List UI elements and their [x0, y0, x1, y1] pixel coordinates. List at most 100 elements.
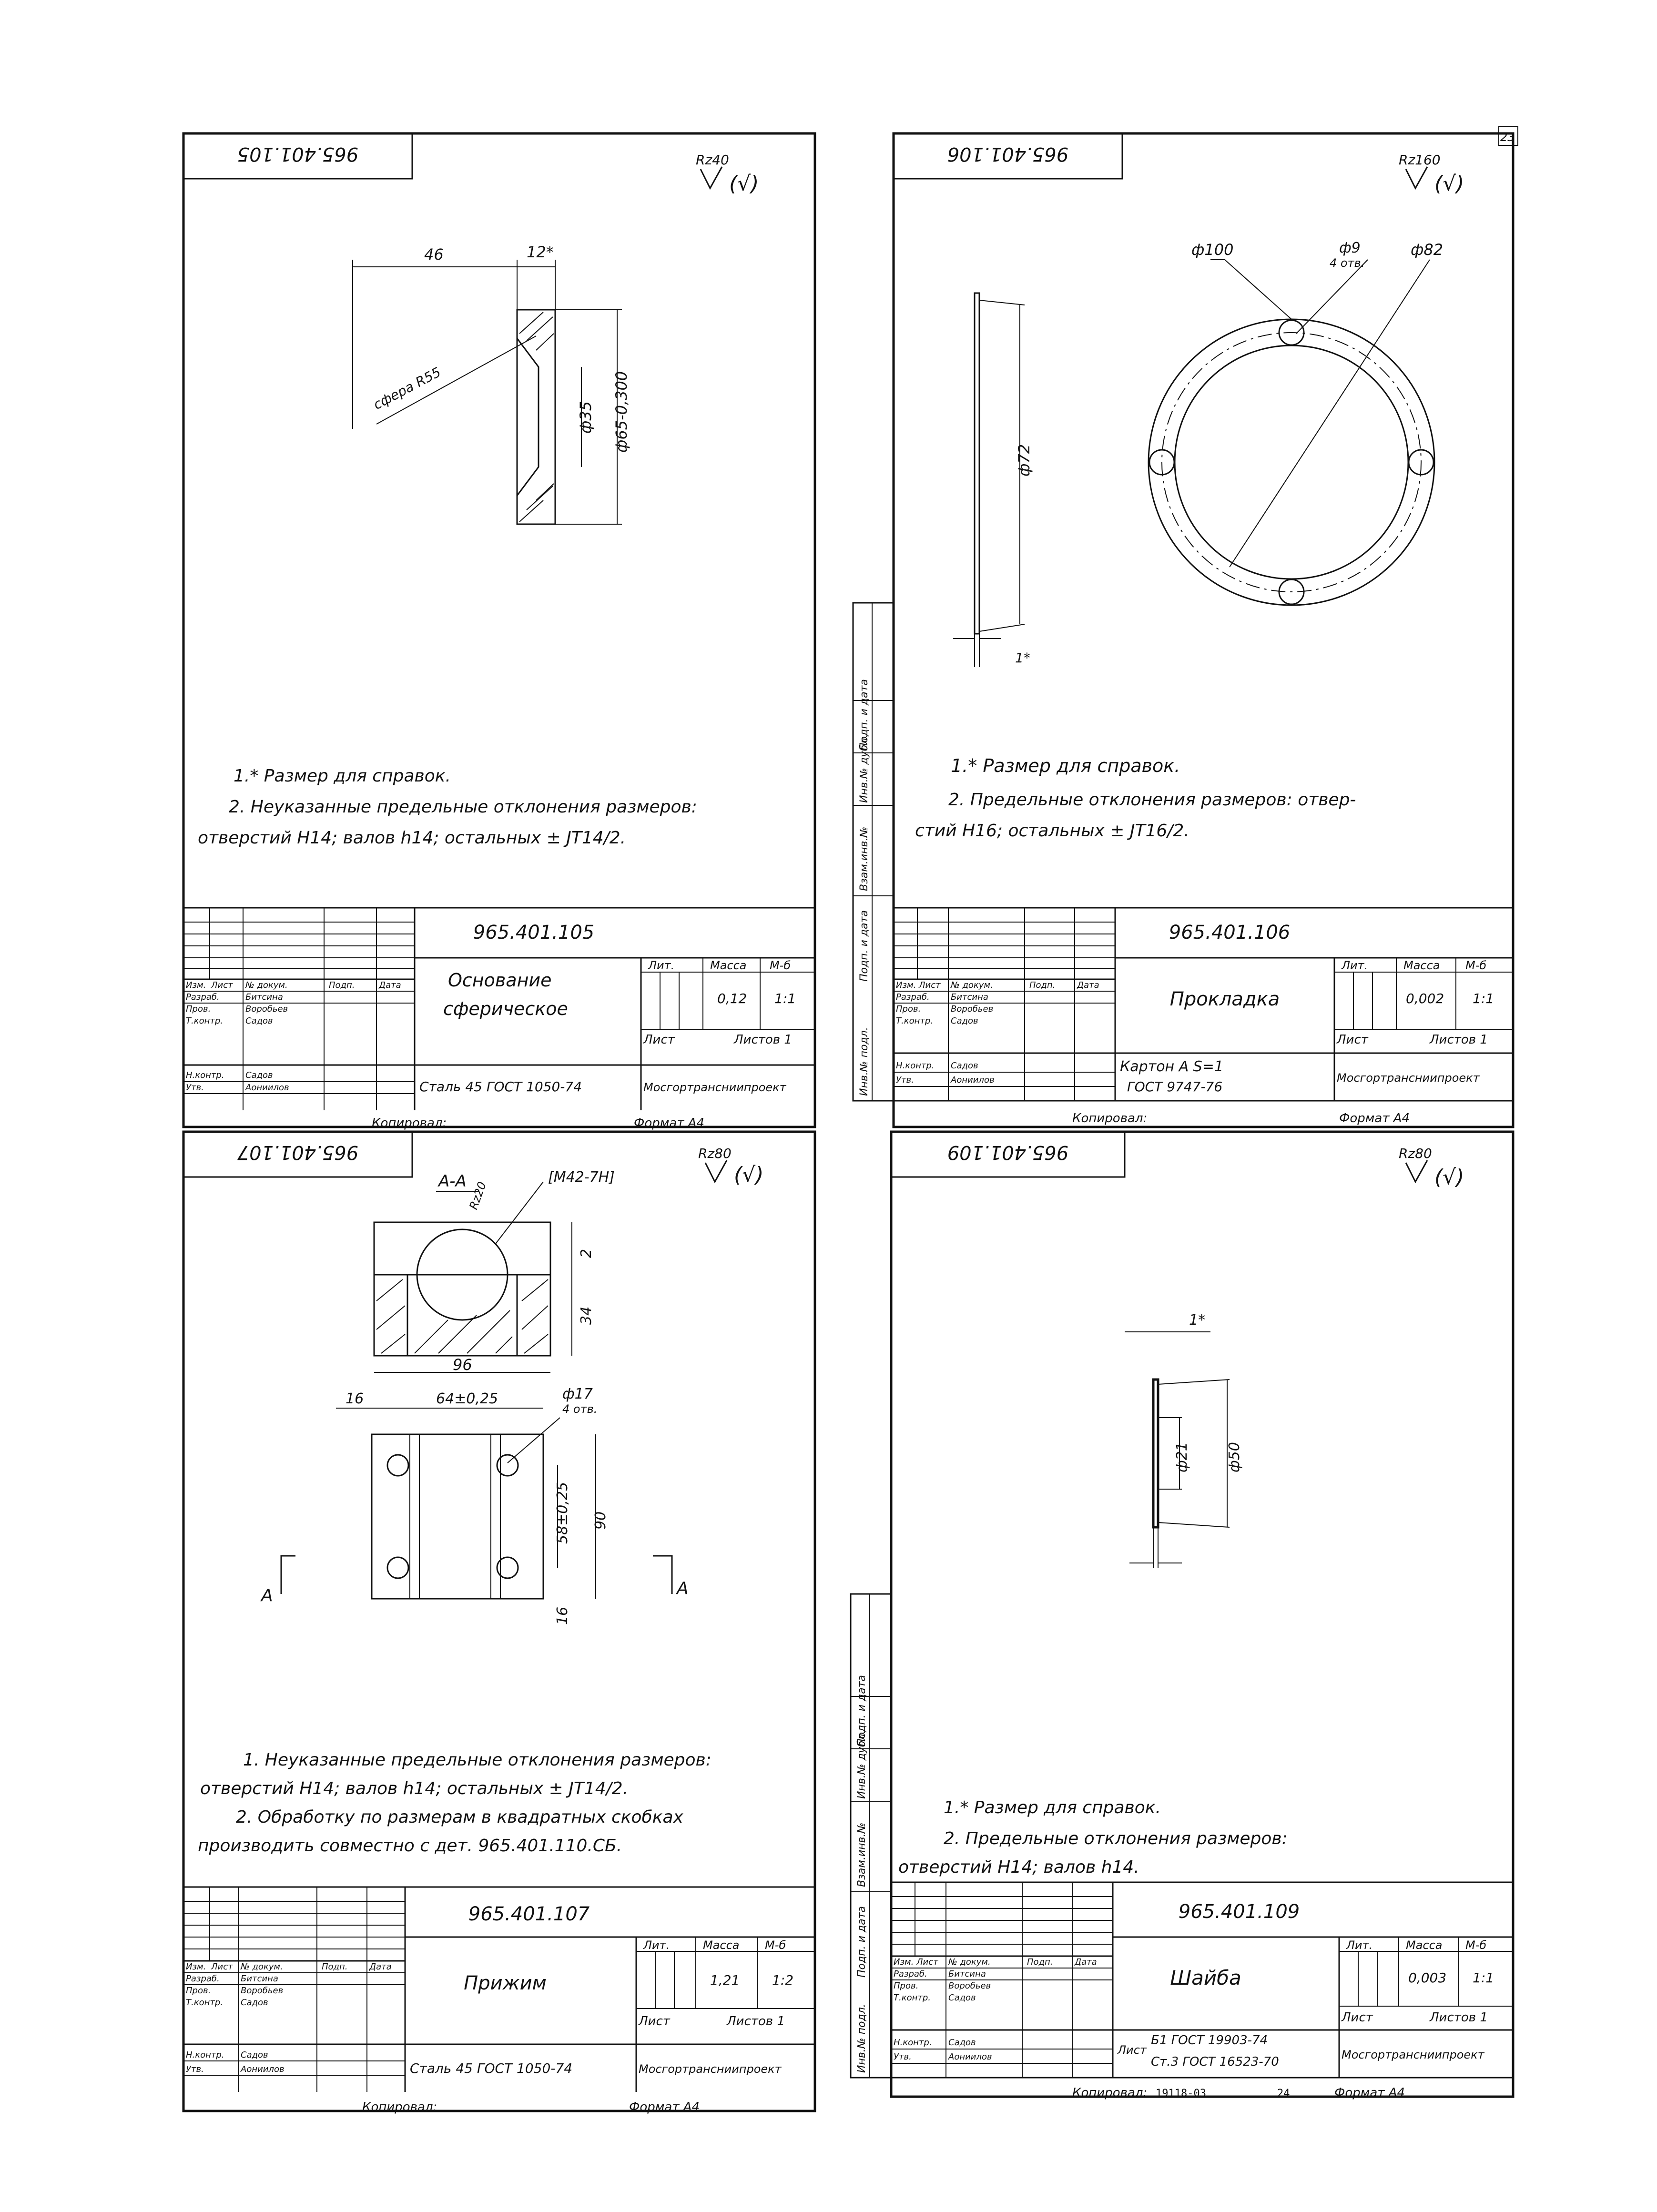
- roughness-mark: (√): [729, 172, 759, 196]
- side-label-0: Инв.№ подл.: [858, 1027, 870, 1096]
- label-doc: № докум.: [245, 980, 288, 990]
- note-3: отверстий H14; валов h14.: [898, 1857, 1139, 1877]
- part-title-2: сферическое: [443, 998, 568, 1019]
- roughness-value: Rz80: [698, 1146, 732, 1161]
- dim-t1: 1*: [1015, 650, 1030, 666]
- part-title: Прижим: [464, 1972, 547, 1994]
- scale-value: 1:2: [772, 1972, 793, 1988]
- side-label-4: Подп. и дата: [858, 679, 870, 751]
- person-dev: Битсина: [241, 1974, 278, 1984]
- label-scale: М-б: [770, 959, 791, 972]
- title-code: 965.401.106: [1169, 922, 1290, 944]
- dim-phi9: ф9: [1339, 240, 1361, 256]
- person-approved: Аониилов: [245, 1083, 289, 1093]
- label-approved: Утв.: [894, 2052, 912, 2062]
- side-label-1: Подп. и дата: [858, 910, 870, 982]
- footer-format: Формат А4: [634, 1116, 704, 1130]
- dim-phi35: ф35: [577, 401, 595, 434]
- footer-copied: Копировал:: [362, 2100, 437, 2114]
- person-check: Воробьев: [948, 1981, 991, 1991]
- footer-archive-sheet: 24: [1277, 2088, 1290, 2100]
- label-date: Дата: [1077, 980, 1099, 990]
- code-mirrored: 965.401.109: [947, 1141, 1068, 1163]
- mass-value: 1,21: [710, 1972, 740, 1988]
- label-scale: М-б: [1465, 1938, 1486, 1952]
- material-2: Ст.3 ГОСТ 16523-70: [1151, 2055, 1279, 2069]
- label-date: Дата: [1074, 1957, 1097, 1967]
- label-list: Лист: [211, 980, 233, 990]
- person-ncontrol: Садов: [241, 2050, 268, 2060]
- label-sheet: Лист: [1336, 1033, 1369, 1047]
- material-prefix: Лист: [1117, 2043, 1147, 2057]
- person-tcontrol: Садов: [241, 1998, 268, 2008]
- person-dev: Битсина: [948, 1969, 986, 1979]
- dim-phi72: ф72: [1015, 444, 1033, 477]
- title-block: 965.401.106 Лит. Масса М-б Прокладка 0,0…: [894, 907, 1513, 1102]
- roughness-mark: (√): [1434, 1165, 1464, 1189]
- mass-value: 0,12: [717, 991, 747, 1006]
- roughness-check-icon: [700, 166, 723, 190]
- label-scale: М-б: [765, 1938, 786, 1952]
- label-doc: № докум.: [950, 980, 993, 990]
- label-scale: М-б: [1465, 959, 1486, 972]
- sheet-of: Листов 1: [1429, 1033, 1488, 1047]
- side-label-0: Инв.№ подл.: [856, 2004, 868, 2073]
- note-2: отверстий H14; валов h14; остальных ± JT…: [200, 1779, 628, 1798]
- side-label-2: Взам.инв.№: [856, 1823, 868, 1887]
- label-sheet: Лист: [638, 2014, 671, 2029]
- dim-96: 96: [453, 1356, 472, 1374]
- label-izm: Изм.: [894, 1957, 914, 1967]
- person-tcontrol: Садов: [245, 1016, 273, 1026]
- part-title: Шайба: [1170, 1966, 1241, 1989]
- person-check: Воробьев: [241, 1986, 283, 1996]
- roughness-mark: (√): [734, 1163, 763, 1187]
- label-list: Лист: [916, 1957, 938, 1967]
- label-sign: Подп.: [1027, 1957, 1053, 1967]
- label-tcontrol: Т.контр.: [186, 1998, 223, 2008]
- note-1: 1.* Размер для справок.: [234, 766, 451, 786]
- dim-64: 64±0,25: [436, 1390, 498, 1407]
- dim-16: 16: [346, 1390, 364, 1407]
- note-3: отверстий H14; валов h14; остальных ± JT…: [198, 828, 626, 848]
- dim-holes: 4 отв.: [562, 1402, 597, 1416]
- title-code: 965.401.107: [468, 1903, 590, 1925]
- label-check: Пров.: [186, 1004, 211, 1014]
- footer-copied: Копировал:: [1072, 2086, 1147, 2100]
- label-lit: Лит.: [1346, 1938, 1372, 1952]
- dim-2: 2: [578, 1249, 595, 1258]
- dim-12: 12*: [527, 243, 554, 261]
- label-tcontrol: Т.контр.: [894, 1993, 931, 2003]
- roughness-value: Rz80: [1399, 1146, 1432, 1161]
- label-sheet: Лист: [1341, 2010, 1373, 2025]
- top-code-box: [893, 132, 1123, 180]
- org: Мосгортрансниипроект: [643, 1081, 787, 1094]
- person-check: Воробьев: [951, 1004, 993, 1014]
- footer-copied: Копировал:: [372, 1116, 447, 1130]
- label-dev: Разраб.: [894, 1969, 927, 1979]
- footer-format: Формат А4: [629, 2100, 700, 2114]
- section-mark-left: А: [260, 1586, 273, 1605]
- top-code-box: [183, 132, 413, 180]
- label-ncontrol: Н.контр.: [894, 2038, 932, 2048]
- label-date: Дата: [378, 980, 401, 990]
- label-approved: Утв.: [896, 1075, 914, 1085]
- scale-value: 1:1: [1473, 1970, 1494, 1986]
- label-mass: Масса: [1406, 1938, 1443, 1952]
- roughness-mark: (√): [1434, 172, 1464, 196]
- part-title: Прокладка: [1170, 988, 1280, 1010]
- person-tcontrol: Садов: [948, 1993, 976, 2003]
- dim-holes: 4 отв.: [1330, 256, 1364, 270]
- sheet-965-401-106: 965.401.106 Rz160 (√) ф72 1*: [852, 132, 1515, 1128]
- dim-rz20: Rz20: [467, 1180, 489, 1211]
- sheet-frame: [890, 1130, 1515, 2098]
- label-ncontrol: Н.контр.: [896, 1061, 935, 1071]
- dim-t1: 1*: [1189, 1312, 1205, 1329]
- label-sign: Подп.: [322, 1962, 347, 1972]
- person-tcontrol: Садов: [951, 1016, 978, 1026]
- note-3: 2. Обработку по размерам в квадратных ск…: [236, 1807, 684, 1827]
- title-block: 965.401.107 Лит. Масса М-б Прижим 1,21 1…: [183, 1886, 815, 2092]
- note-4: производить совместно с дет. 965.401.110…: [198, 1836, 622, 1856]
- sheet-frame: [182, 132, 816, 1128]
- sheet-frame: [182, 1130, 816, 2112]
- label-mass: Масса: [703, 1938, 740, 1952]
